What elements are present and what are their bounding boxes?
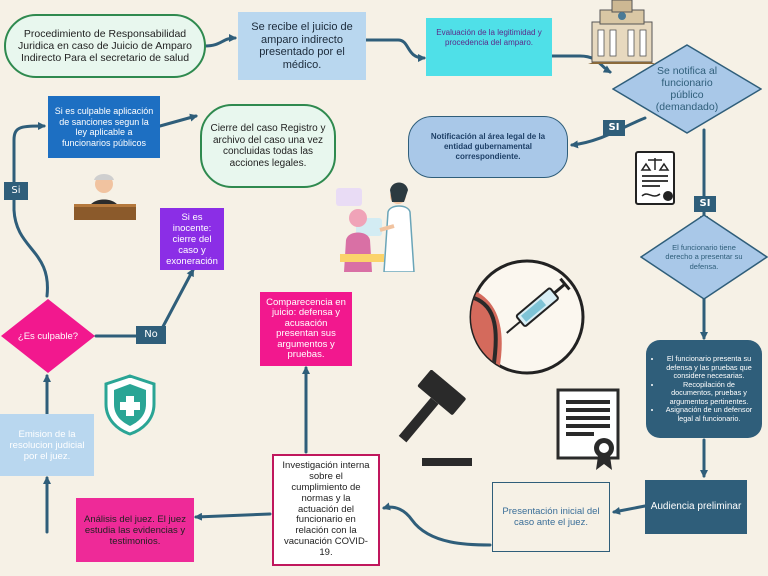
trial-node: Comparecencia en juicio: defensa y acusa… <box>260 292 352 366</box>
is-guilty-diamond: ¿Es culpable? <box>0 298 96 374</box>
yes-label-notice-text: SI <box>608 122 620 133</box>
diamond-shape <box>1 299 95 373</box>
resolution-node: Emision de la resolucion judicial por el… <box>0 414 94 476</box>
doctor-patient-illustration <box>336 182 415 272</box>
resolution-text: Emision de la resolucion judicial por el… <box>9 428 85 462</box>
defense-item: Asignación de un defensor legal al funci… <box>662 405 756 423</box>
initial-presentation-text: Presentación inicial del caso ante el ju… <box>502 506 600 528</box>
investigation-text: Investigación interna sobre el cumplimie… <box>282 460 370 558</box>
evaluation-node: Evaluación de la legitimidad y procedenc… <box>426 18 552 76</box>
guilty-sanctions-text: Si es culpable aplicación de sanciones s… <box>54 106 154 148</box>
legal-notice-text: Notificación al área legal de la entidad… <box>430 132 546 161</box>
judge-analysis-node: Análisis del juez. El juez estudia las e… <box>76 498 194 562</box>
yes-label-defense: SI <box>694 196 716 212</box>
yes-label-guilty-text: Si <box>11 185 21 196</box>
evaluation-text: Evaluación de la legitimidad y procedenc… <box>436 28 542 47</box>
right-to-defense-text: El funcionario tiene derecho a presentar… <box>665 242 743 271</box>
initial-presentation-node: Presentación inicial del caso ante el ju… <box>492 482 610 552</box>
receive-amparo-node: Se recibe el juicio de amparo indirecto … <box>238 12 366 80</box>
receive-amparo-text: Se recibe el juicio de amparo indirecto … <box>251 21 353 71</box>
preliminary-hearing-text: Audiencia preliminar <box>650 501 742 512</box>
diamond-shape <box>639 214 768 300</box>
is-guilty-text: ¿Es culpable? <box>17 330 79 342</box>
start-node-text: Procedimiento de Responsabilidad Juridic… <box>18 28 192 64</box>
judge-illustration <box>74 174 136 220</box>
gavel-icon <box>398 370 472 466</box>
yes-label-defense-text: SI <box>699 198 711 209</box>
defense-item: El funcionario presenta su defensa y las… <box>662 354 756 381</box>
defense-item: Recopilación de documentos, pruebas y ar… <box>662 380 756 407</box>
guilty-sanctions-node: Si es culpable aplicación de sanciones s… <box>48 96 160 158</box>
defense-items-node: El funcionario presenta su defensa y las… <box>646 340 762 438</box>
judge-analysis-text: Análisis del juez. El juez estudia las e… <box>84 513 186 547</box>
notify-decision-diamond: Se notifica al funcionario público (dema… <box>611 44 763 134</box>
innocent-node: Si es inocente: cierre del caso y exoner… <box>160 208 224 270</box>
vaccine-syringe-illustration <box>469 259 585 375</box>
health-shield-icon <box>104 374 156 436</box>
no-label: No <box>136 326 166 344</box>
notify-text: Se notifica al funcionario público (dema… <box>655 65 719 113</box>
legal-notice-node: Notificación al área legal de la entidad… <box>408 116 568 178</box>
innocent-text: Si es inocente: cierre del caso y exoner… <box>166 211 218 267</box>
yes-label-guilty: Si <box>4 182 28 200</box>
investigation-node: Investigación interna sobre el cumplimie… <box>272 454 380 566</box>
diamond-shape <box>611 44 763 134</box>
yes-label-notice: SI <box>603 120 625 136</box>
close-case-node: Cierre del caso Registro y archivo del c… <box>200 104 336 188</box>
preliminary-hearing-node: Audiencia preliminar <box>645 480 747 534</box>
close-case-text: Cierre del caso Registro y archivo del c… <box>210 123 326 169</box>
no-label-text: No <box>144 329 158 340</box>
certificate-icon <box>556 388 620 470</box>
legal-document-icon <box>635 151 675 205</box>
defense-items-list: El funcionario presenta su defensa y las… <box>648 354 760 423</box>
courthouse-icon <box>588 0 656 64</box>
trial-text: Comparecencia en juicio: defensa y acusa… <box>266 296 346 360</box>
start-node: Procedimiento de Responsabilidad Juridic… <box>4 14 206 78</box>
right-to-defense-diamond: El funcionario tiene derecho a presentar… <box>639 214 768 300</box>
